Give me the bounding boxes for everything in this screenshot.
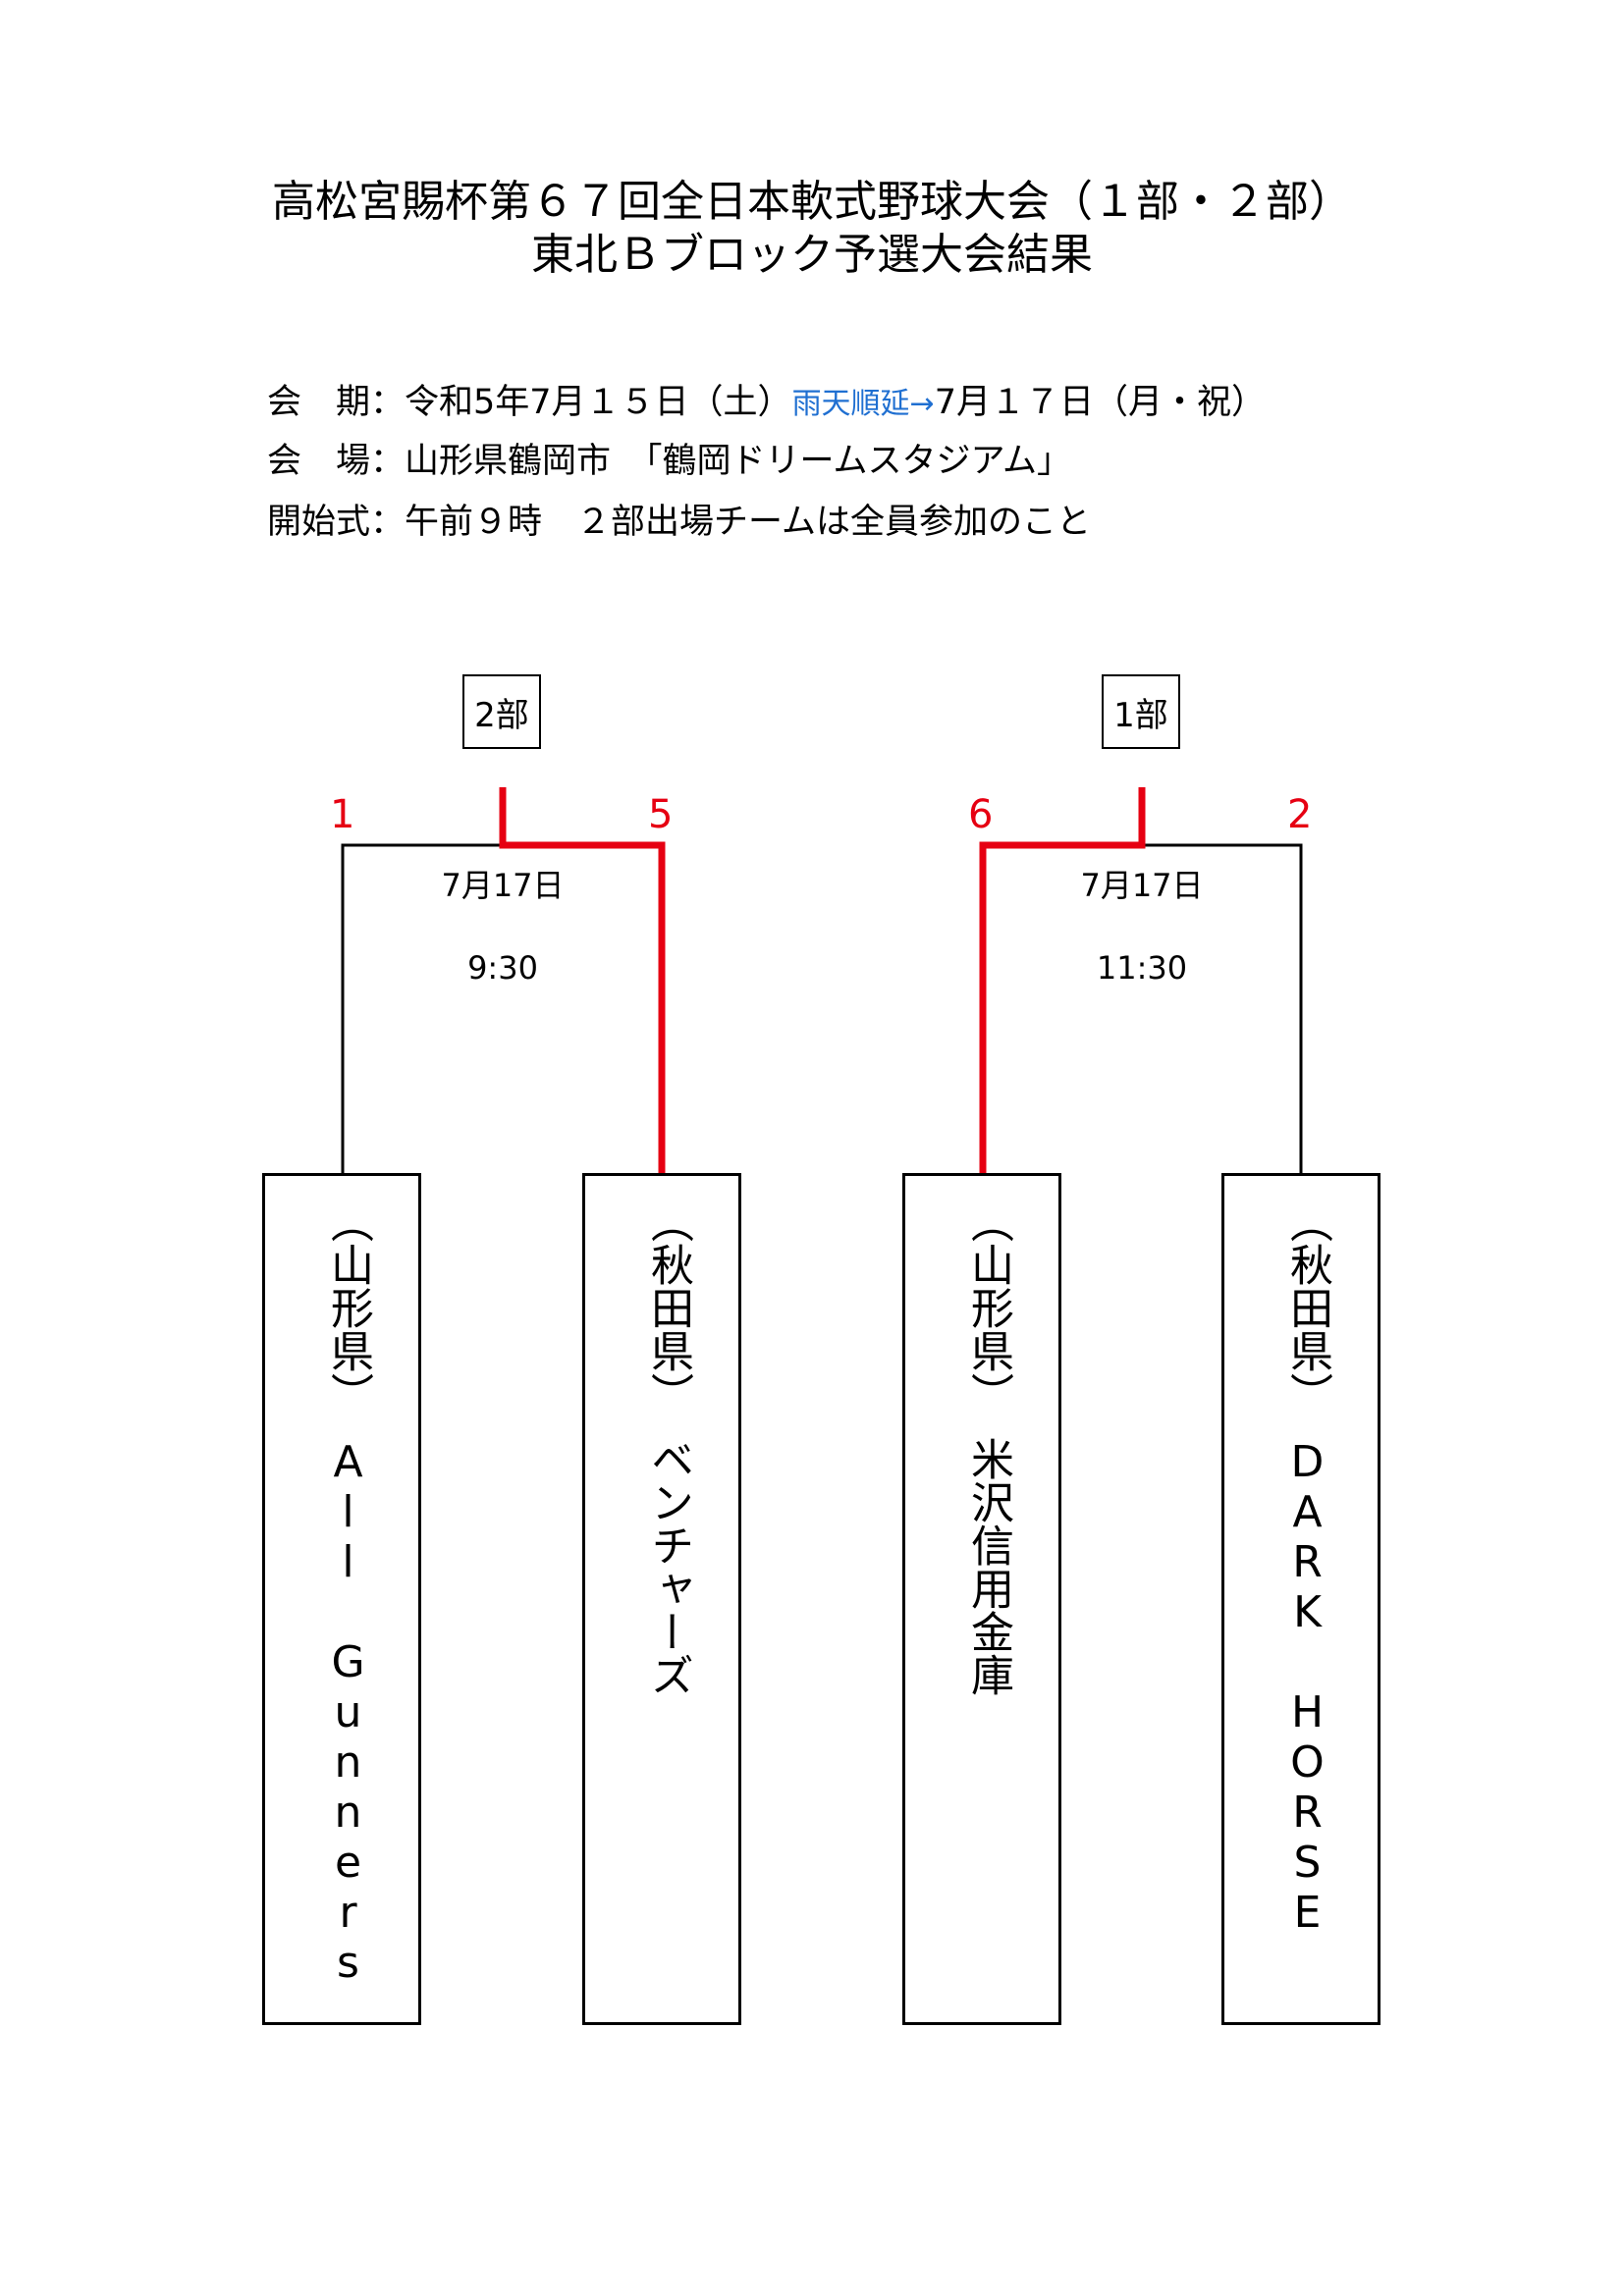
division-text: 2部 [474,695,529,735]
bracket2-winner-line [979,787,1146,1173]
venue-value: 山形県鶴岡市 「鶴岡ドリームスタジアム」 [405,442,1072,481]
team-name: （秋田県） DARK HORSE [1282,1200,1332,1938]
ceremony-value: 午前９時 ２部出場チームは全員参加のこと [405,503,1091,542]
match-date: 7月17日 [1080,867,1204,904]
bracket1-winner-line [499,787,666,1173]
match-time: 11:30 [1096,949,1188,987]
team-box [262,1173,421,2025]
page-subtitle: 東北Ｂブロック予選大会結果 [531,230,1093,280]
venue-row: 会 場：山形県鶴岡市 「鶴岡ドリームスタジアム」 [267,440,1071,483]
team-box [902,1173,1061,2025]
score-right: 2 [1287,792,1313,837]
score-left: 6 [968,792,994,837]
dates-label: 会 期： [267,383,406,422]
page-title: 高松宮賜杯第６７回全日本軟式野球大会（１部・２部） [272,177,1352,227]
bracket2-loser-line [1142,843,1303,1173]
team-name: （山形県） 米沢信用金庫 [963,1200,1013,1696]
team-box [582,1173,741,2025]
division-label-2bu: 2部 [462,674,541,749]
bracket1-loser-line [341,843,503,1173]
venue-label: 会 場： [267,442,406,481]
rain-note: 雨天順延→ [791,387,935,421]
division-label-1bu: 1部 [1102,674,1180,749]
score-left: 1 [330,792,355,837]
ceremony-row: 開始式：午前９時 ２部出場チームは全員参加のこと [267,501,1091,544]
match-time: 9:30 [467,949,538,987]
division-text: 1部 [1113,695,1168,735]
score-right: 5 [648,792,674,837]
team-name: （山形県） All Gunners [323,1200,373,1988]
dates-value-postponed: 7月１７日（月・祝） [934,383,1266,422]
team-name: （秋田県） ベンチャーズ [643,1200,693,1696]
ceremony-label: 開始式： [267,503,406,542]
dates-value: 令和5年7月１５日（土） [405,383,792,422]
match-date: 7月17日 [441,867,565,904]
dates-row: 会 期：令和5年7月１５日（土）雨天順延→7月１７日（月・祝） [267,381,1266,426]
team-box [1221,1173,1380,2025]
